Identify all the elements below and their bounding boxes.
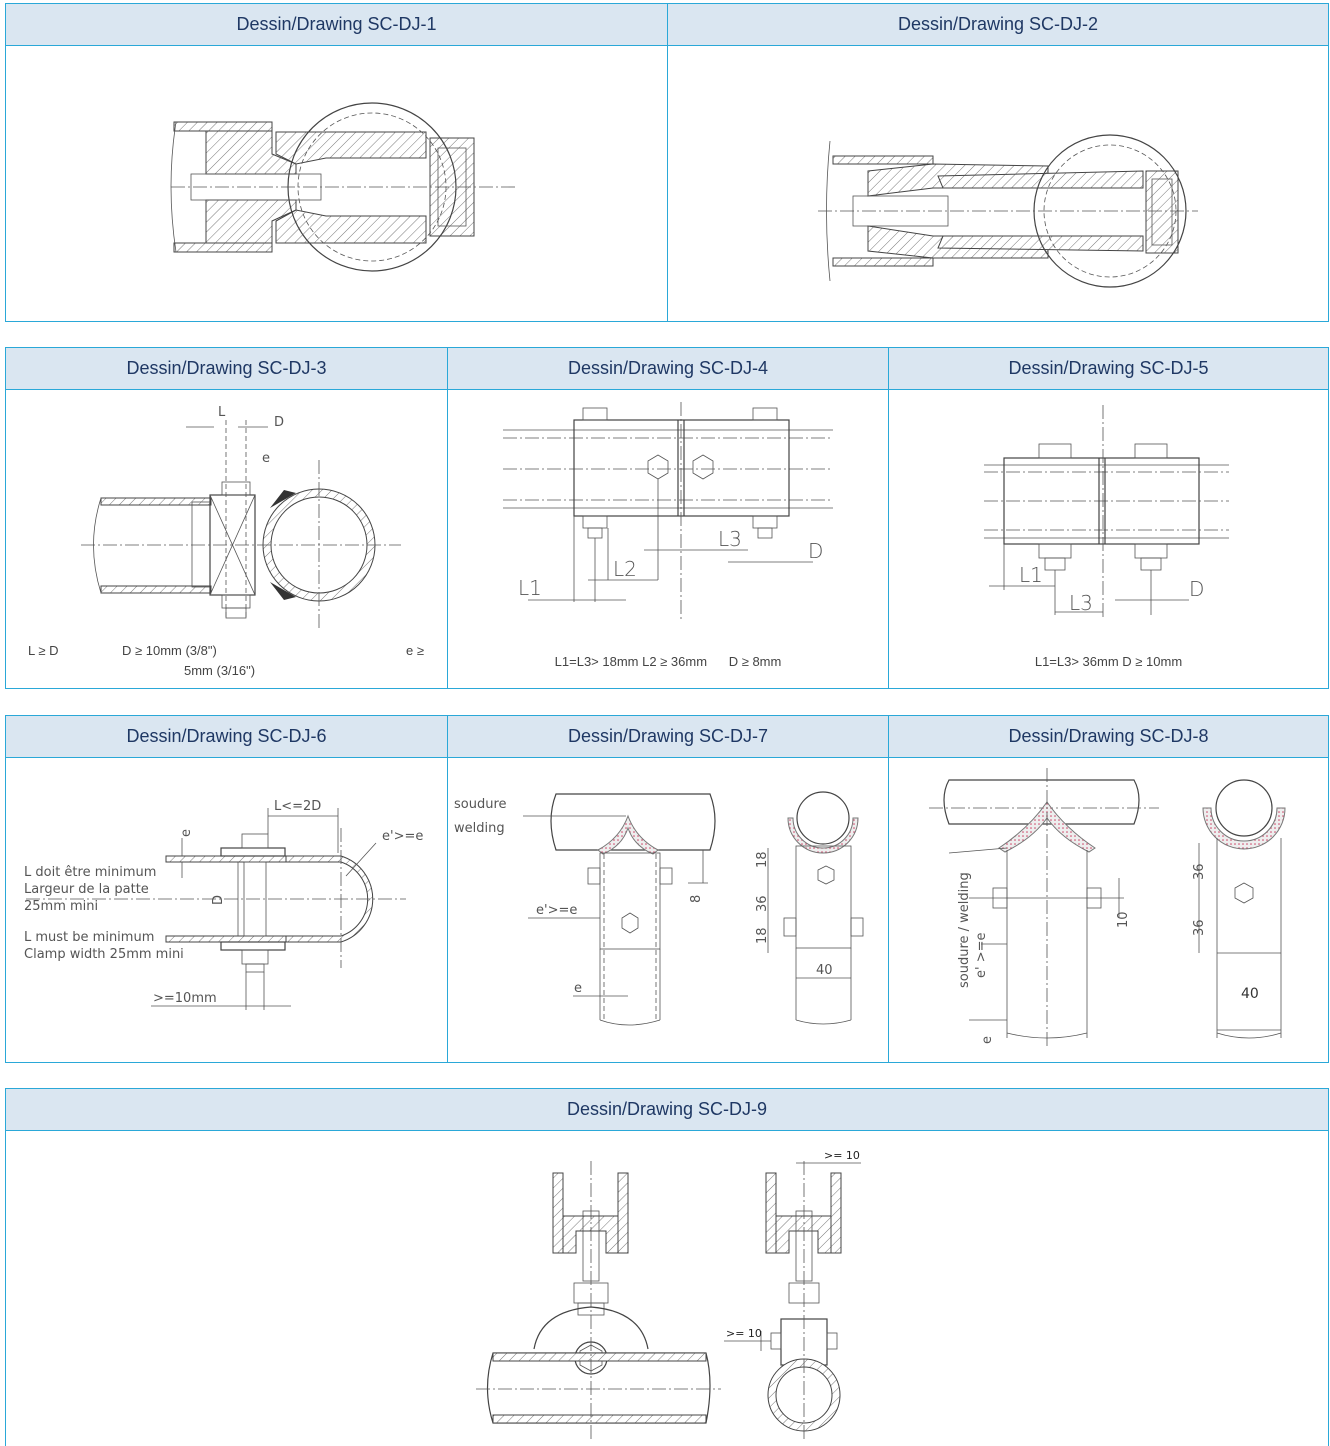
label-dj6-mm10: >=10mm [153, 991, 217, 1006]
cell-dj7: Dessin/Drawing SC-DJ-7 [448, 716, 889, 1062]
label-dj6-e: e [179, 829, 194, 837]
title-dj6: Dessin/Drawing SC-DJ-6 [6, 716, 447, 758]
label-dj6-fr2: Largeur de la patte [24, 882, 149, 897]
diagram-dj5: L1 L3 D L1=L3> 36mm D ≥ 10mm [889, 390, 1328, 688]
label-dj4-L3: L3 [718, 527, 742, 551]
cell-dj8: Dessin/Drawing SC-DJ-8 [889, 716, 1328, 1062]
note-dj3-d: 5mm (3/16") [184, 663, 256, 678]
cell-dj5: Dessin/Drawing SC-DJ-5 [889, 348, 1328, 688]
label-dj7-d36: 36 [755, 895, 770, 912]
label-dj7-d18a: 18 [755, 851, 770, 868]
cell-dj9: Dessin/Drawing SC-DJ-9 [6, 1089, 1328, 1446]
label-dj5-L1: L1 [1019, 563, 1043, 587]
label-dj7-e: e [574, 981, 582, 996]
drawing-row-1: Dessin/Drawing SC-DJ-1 [5, 3, 1329, 322]
label-dj5-L3: L3 [1069, 591, 1093, 615]
label-dj8-d36b: 36 [1192, 919, 1207, 936]
label-dj9-t1: >= 10 [824, 1149, 860, 1162]
label-dj3-D: D [274, 415, 284, 430]
note-dj5: L1=L3> 36mm D ≥ 10mm [1034, 654, 1183, 669]
label-dj7-d18b: 18 [755, 927, 770, 944]
label-dj5-D: D [1189, 577, 1204, 601]
label-dj7-d8: 8 [689, 895, 704, 903]
label-dj7-soudure: soudure [454, 797, 507, 812]
label-dj4-D: D [808, 539, 823, 563]
diagram-dj8: soudure / welding e' >=e e 10 36 36 40 [889, 758, 1328, 1062]
note-dj3-a: L ≥ D [28, 643, 59, 658]
diagram-dj7: soudure welding e'>=e e 8 18 36 18 40 [448, 758, 888, 1062]
title-dj4: Dessin/Drawing SC-DJ-4 [448, 348, 888, 390]
drawing-row-3: Dessin/Drawing SC-DJ-6 [5, 715, 1329, 1063]
label-dj9-t2: >= 10 [726, 1327, 762, 1340]
diagram-dj2 [668, 46, 1328, 321]
label-dj6-en2: Clamp width 25mm mini [24, 947, 184, 962]
note-dj3-c: e ≥ [406, 643, 424, 658]
label-dj7-d40: 40 [816, 963, 833, 978]
title-dj1: Dessin/Drawing SC-DJ-1 [6, 4, 667, 46]
cell-dj1: Dessin/Drawing SC-DJ-1 [6, 4, 668, 321]
label-dj3-e: e [262, 451, 270, 466]
label-dj6-fr1: L doit être minimum [24, 865, 156, 880]
label-dj3-L: L [218, 405, 226, 420]
cell-dj6: Dessin/Drawing SC-DJ-6 [6, 716, 448, 1062]
title-dj8: Dessin/Drawing SC-DJ-8 [889, 716, 1328, 758]
title-dj9: Dessin/Drawing SC-DJ-9 [6, 1089, 1328, 1131]
label-dj8-ee: e' >=e [974, 933, 989, 979]
label-dj6-ee: e'>=e [382, 829, 423, 844]
title-dj3: Dessin/Drawing SC-DJ-3 [6, 348, 447, 390]
drawing-row-4: Dessin/Drawing SC-DJ-9 [5, 1088, 1329, 1446]
drawing-row-2: Dessin/Drawing SC-DJ-3 [5, 347, 1329, 689]
diagram-dj6: L<=2D e e'>=e D L doit être minimum Larg… [6, 758, 447, 1062]
label-dj8-sw: soudure / welding [957, 872, 972, 988]
label-dj4-L1: L1 [518, 576, 542, 600]
cell-dj2: Dessin/Drawing SC-DJ-2 [668, 4, 1328, 321]
note-dj3-b: D ≥ 10mm (3/8") [122, 643, 217, 658]
cell-dj4: Dessin/Drawing SC-DJ-4 [448, 348, 889, 688]
label-dj7-welding: welding [454, 821, 505, 836]
label-dj6-L2D: L<=2D [274, 799, 321, 814]
title-dj7: Dessin/Drawing SC-DJ-7 [448, 716, 888, 758]
label-dj7-ee: e'>=e [536, 903, 577, 918]
label-dj6-D: D [211, 895, 226, 905]
diagram-dj3: L D e L ≥ D D ≥ 10mm (3/8") e ≥ 5mm (3/1… [6, 390, 447, 688]
cell-dj3: Dessin/Drawing SC-DJ-3 [6, 348, 448, 688]
label-dj8-d40: 40 [1241, 986, 1259, 1002]
label-dj6-en1: L must be minimum [24, 930, 154, 945]
note-dj4: L1=L3> 18mm L2 ≥ 36mm D ≥ 8mm [554, 654, 782, 669]
diagram-dj9: >= 10 >= 10 [6, 1131, 1328, 1446]
label-dj8-d10: 10 [1116, 911, 1131, 928]
label-dj8-d36a: 36 [1192, 863, 1207, 880]
title-dj2: Dessin/Drawing SC-DJ-2 [668, 4, 1328, 46]
diagram-dj4: L1 L2 L3 D L1=L3> 18mm L2 ≥ 36mm D ≥ 8mm [448, 390, 888, 688]
label-dj8-e: e [980, 1036, 995, 1044]
diagram-dj1 [6, 46, 667, 321]
label-dj6-fr3: 25mm mini [24, 899, 98, 914]
label-dj4-L2: L2 [613, 557, 637, 581]
title-dj5: Dessin/Drawing SC-DJ-5 [889, 348, 1328, 390]
